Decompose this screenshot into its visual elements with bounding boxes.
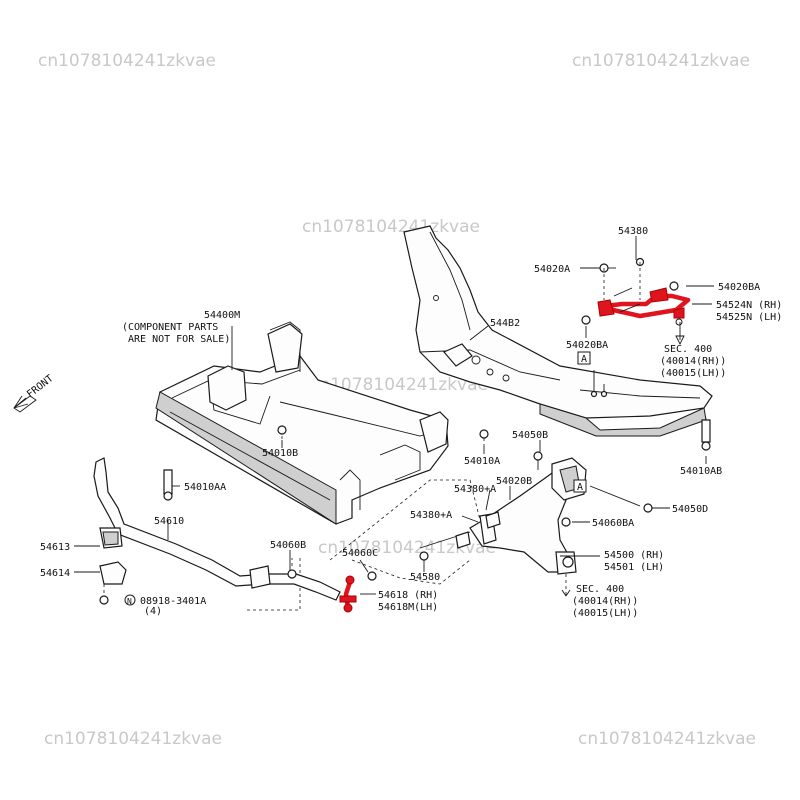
- label-54614: 54614: [40, 568, 70, 579]
- stabilizer-link-54618: [339, 575, 357, 613]
- label-54010AA: 54010AA: [184, 482, 226, 493]
- link-hardware: [287, 558, 377, 581]
- label-54618M: 54618M(LH): [378, 602, 438, 613]
- label-54020B: 54020B: [496, 476, 532, 487]
- subframe-54400M: [155, 321, 449, 525]
- watermark: cn1078104241zkvae: [572, 51, 750, 71]
- label-54050B: 54050B: [512, 430, 548, 441]
- stabilizer-bar-54610: [93, 457, 341, 605]
- label-54613: 54613: [40, 542, 70, 553]
- svg-text:A: A: [581, 354, 587, 365]
- label-sec400-top: SEC. 400: [664, 344, 712, 355]
- label-54500: 54500 (RH): [604, 550, 664, 561]
- watermark: cn1078104241zkvae: [318, 538, 496, 558]
- label-54060C: 54060C: [342, 548, 378, 559]
- label-sec400-bottom-lh: (40015(LH)): [572, 608, 638, 619]
- label-54380A-2: 54380+A: [410, 510, 452, 521]
- watermark: cn1078104241zkvae: [38, 51, 216, 71]
- label-54501: 54501 (LH): [604, 562, 664, 573]
- label-54400M-note2: ARE NOT FOR SALE): [128, 334, 230, 345]
- upper-link-54524N: [597, 287, 691, 326]
- label-54610: 54610: [154, 516, 184, 527]
- frame-bolts: [163, 419, 711, 501]
- label-54020A: 54020A: [534, 264, 570, 275]
- label-54020BA-mid: 54020BA: [566, 340, 608, 351]
- lower-hardware: [419, 451, 653, 561]
- label-54580: 54580: [410, 572, 440, 583]
- label-54010AB: 54010AB: [680, 466, 722, 477]
- label-08918-qty: (4): [144, 606, 162, 617]
- label-sec400-top-lh: (40015(LH)): [660, 368, 726, 379]
- label-54020BA: 54020BA: [718, 282, 760, 293]
- label-54380: 54380: [618, 226, 648, 237]
- label-54380A-1: 54380+A: [454, 484, 496, 495]
- label-54618: 54618 (RH): [378, 590, 438, 601]
- watermark: cn1078104241zkvae: [578, 729, 756, 749]
- n-circle-icon: [124, 594, 136, 606]
- svg-text:A: A: [577, 482, 583, 493]
- watermark: cn1078104241zkvae: [44, 729, 222, 749]
- label-54010B: 54010B: [262, 448, 298, 459]
- label-54400M-note1: (COMPONENT PARTS: [122, 322, 218, 333]
- ref-box-a-bottom: A: [573, 479, 587, 493]
- label-54050D: 54050D: [672, 504, 708, 515]
- watermark: cn1078104241zkvae: [310, 375, 488, 395]
- part-labels: 54380 54020A 54020BA 54524N (RH) 54525N …: [40, 226, 782, 619]
- label-54060BA: 54060BA: [592, 518, 634, 529]
- label-54060B: 54060B: [270, 540, 306, 551]
- support-member-544B2: [403, 225, 713, 437]
- label-08918: 08918-3401A: [140, 596, 206, 607]
- watermark: cn1078104241zkvae: [302, 217, 480, 237]
- front-arrow: FRONT: [13, 373, 56, 413]
- label-54400M: 54400M: [204, 310, 240, 321]
- label-54524N: 54524N (RH): [716, 300, 782, 311]
- label-54525N: 54525N (LH): [716, 312, 782, 323]
- upper-hardware: [581, 257, 685, 398]
- front-label: FRONT: [25, 373, 55, 400]
- label-sec400-top-rh: (40014(RH)): [660, 356, 726, 367]
- label-sec400-bottom-rh: (40014(RH)): [572, 596, 638, 607]
- label-54010A: 54010A: [464, 456, 500, 467]
- ref-box-a-top: A: [577, 351, 591, 365]
- svg-text:N: N: [127, 597, 132, 606]
- label-sec400-bottom: SEC. 400: [576, 584, 624, 595]
- leader-lines: [74, 236, 714, 595]
- label-544B2: 544B2: [490, 318, 520, 329]
